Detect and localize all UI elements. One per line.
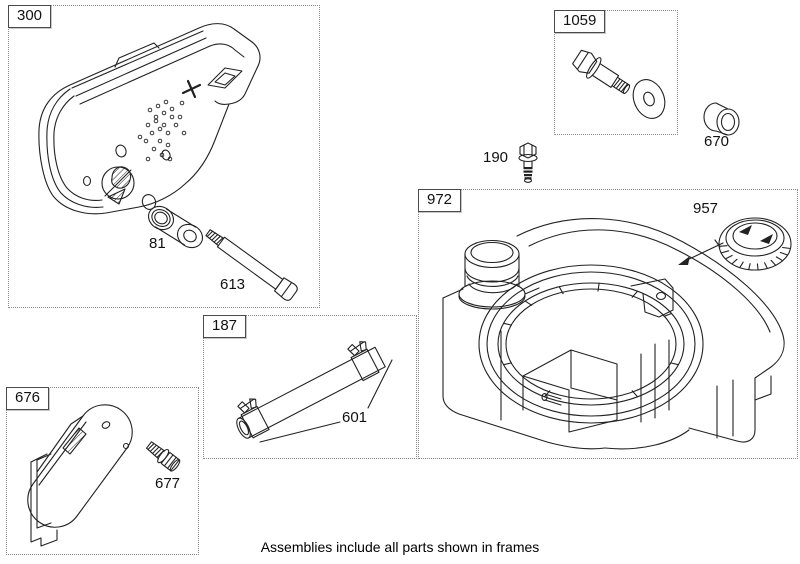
frame-fuel-tank: 972 957: [418, 189, 798, 459]
part-label-81: 81: [149, 235, 166, 252]
muffler-body-outline: [39, 24, 260, 214]
muffler-perforations: [138, 100, 186, 161]
hot-surface-warning-icon: [102, 167, 134, 204]
guard-cover-drawing: [28, 405, 132, 546]
muffler-drawing: [9, 6, 319, 307]
diagram-caption: Assemblies include all parts shown in fr…: [260, 539, 540, 555]
frame-guard: 676 677: [6, 387, 199, 555]
frame-bolt-washer: 1059: [554, 10, 678, 135]
tank-wing-drawing: [517, 219, 784, 442]
fuel-cap-pointer: [678, 240, 723, 265]
frame-label-1059: 1059: [554, 10, 606, 33]
blower-ring-drawing: [479, 265, 703, 423]
filler-neck-drawing: [459, 241, 525, 310]
frame-label-972: 972: [418, 189, 462, 212]
guard-drawing: [7, 388, 198, 554]
ring-interior-drawing: [523, 340, 669, 432]
muffler-diamond-logo-icon: [208, 68, 242, 88]
frame-label-676: 676: [6, 387, 50, 410]
bolt-washer-drawing: [555, 11, 677, 134]
part-label-601: 601: [342, 409, 368, 426]
clamp-601-leader-lines: [260, 360, 392, 442]
frame-fuel-line: 187 601: [203, 315, 417, 459]
spacer-670-drawing: [700, 100, 746, 140]
tank-body-drawing: [443, 288, 689, 449]
bolt-1059-drawing: [570, 47, 634, 100]
part-label-957: 957: [693, 200, 719, 217]
frame-label-300: 300: [8, 5, 52, 28]
gasket-81-drawing: [144, 202, 207, 252]
screw-190-drawing: [512, 141, 546, 183]
fuel-tank-drawing: [419, 190, 797, 458]
muffler-plus-mark-icon: [183, 81, 200, 97]
part-label-677: 677: [155, 475, 181, 492]
screw-613-drawing: [203, 225, 299, 302]
frame-label-187: 187: [203, 315, 247, 338]
screw-677-drawing: [144, 439, 182, 473]
part-label-613: 613: [220, 276, 246, 293]
fuel-cap-957-drawing: [719, 218, 791, 270]
frame-muffler: 300 81 613: [8, 5, 320, 308]
washer-1059-drawing: [628, 75, 671, 123]
hose-clamp-drawing: [346, 339, 381, 381]
hose-clamp-drawing: [236, 396, 271, 438]
hose-drawing: [228, 336, 386, 442]
part-label-670: 670: [704, 133, 730, 150]
fuel-line-drawing: [204, 316, 416, 458]
part-label-190: 190: [483, 149, 509, 166]
